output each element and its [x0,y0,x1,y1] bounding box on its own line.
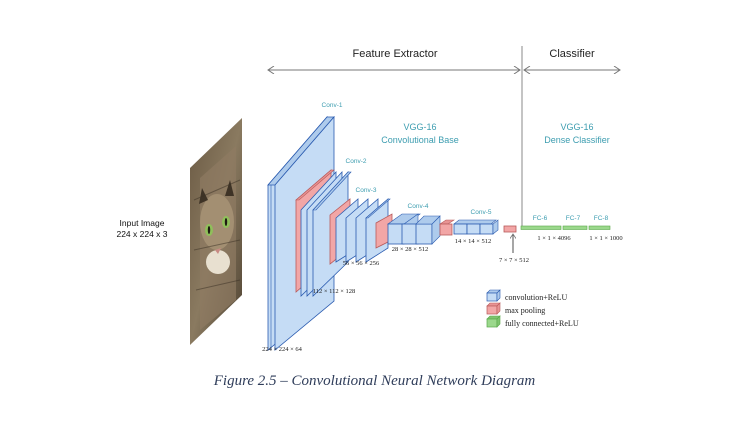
dim-28-label: 28 × 28 × 512 [392,246,429,253]
legend-fc-swatch [486,315,501,328]
fc8-label: FC-8 [594,215,609,222]
dim-4096-label: 1 × 1 × 4096 [537,235,571,242]
pool5-layer [503,225,517,233]
vgg16-dense-title: VGG-16 [560,122,593,132]
cnn-diagram: Feature Extractor Classifier Input Image… [116,46,623,353]
vgg16-base-subtitle: Convolutional Base [381,135,459,145]
legend: convolution+ReLU max pooling fully conne… [486,289,579,328]
conv5-layers [453,219,499,235]
cat-input-image [190,118,242,345]
figure-caption: Figure 2.5 – Convolutional Neural Networ… [213,373,536,389]
legend-conv-swatch [486,289,501,302]
dim-7-label: 7 × 7 × 512 [499,257,529,264]
conv3-layers [335,198,391,263]
fc-layers [520,225,611,230]
dim-112-label: 112 × 112 × 128 [313,288,356,295]
dim-14-label: 14 × 14 × 512 [455,238,492,245]
dim-56-label: 56 × 56 × 256 [343,260,380,267]
conv4-label: Conv-4 [408,203,429,210]
dim-224-label: 224 × 224 × 64 [262,346,303,353]
input-image-dims: 224 x 224 x 3 [116,229,167,239]
legend-conv-label: convolution+ReLU [505,293,568,302]
dim-1000-label: 1 × 1 × 1000 [589,235,622,242]
conv4-layers [387,213,441,245]
feature-extractor-label: Feature Extractor [353,48,438,60]
classifier-label: Classifier [549,48,595,60]
legend-pool-swatch [486,302,501,315]
conv3-label: Conv-3 [356,187,377,194]
input-image-label: Input Image [120,218,165,228]
fc7-label: FC-7 [566,215,581,222]
legend-fc-label: fully connected+ReLU [505,319,579,328]
conv1-label: Conv-1 [322,102,343,109]
vgg16-base-title: VGG-16 [403,122,436,132]
conv5-label: Conv-5 [471,209,492,216]
legend-pool-label: max pooling [505,306,545,315]
vgg16-dense-subtitle: Dense Classifier [544,135,610,145]
conv2-label: Conv-2 [346,158,367,165]
fc6-label: FC-6 [533,215,548,222]
pool4-layer [439,219,455,236]
